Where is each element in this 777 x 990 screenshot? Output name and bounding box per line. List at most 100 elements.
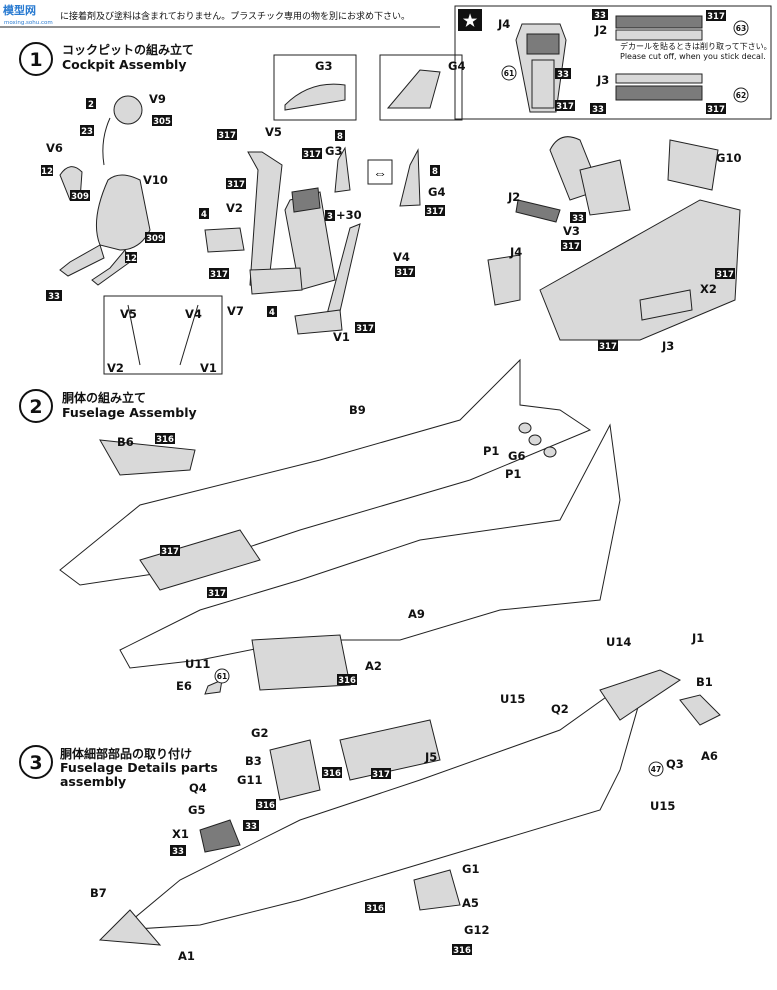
step1-number: 1: [29, 49, 42, 71]
part-label-x1: X1: [172, 827, 189, 841]
part-label-u14: U14: [606, 635, 631, 649]
paint-badge-317: 317: [303, 150, 321, 160]
part-label-v1: V1: [333, 330, 350, 344]
inset-label-v4: V4: [185, 307, 202, 321]
part-label-g6: G6: [508, 449, 525, 463]
inset-label-v2: V2: [107, 361, 124, 375]
paint-badge-12: 12: [125, 254, 137, 264]
paint-badge-316: 316: [453, 946, 471, 956]
watermark-title: 模型网: [3, 3, 36, 17]
paint-badge-317: 317: [356, 324, 374, 334]
step3-title-en-1: Fuselage Details parts: [60, 760, 218, 775]
plus-note-30: +30: [336, 208, 362, 222]
part-label-a1: A1: [178, 949, 195, 963]
decal-panel: ★ J4 61 33 317 33 J2 317 63 デカールを貼るときは削り…: [454, 5, 772, 120]
paint-badge-316: 316: [338, 676, 356, 686]
paint-badge-317: 317: [707, 12, 725, 22]
part-label-v6: V6: [46, 141, 63, 155]
paint-badge-3: 3: [327, 212, 333, 222]
part-label-q4: Q4: [189, 781, 207, 795]
paint-badge-316: 316: [156, 435, 174, 445]
part-label-v5: V5: [265, 125, 282, 139]
paint-badge-23: 23: [81, 127, 93, 137]
step2-fuselage: 2 胴体の組み立て Fuselage Assembly B9 B6 P1 G6 …: [19, 358, 621, 695]
part-label-p1b: P1: [505, 467, 521, 481]
part-label-p1: P1: [483, 444, 499, 458]
part-label-b1: B1: [696, 675, 713, 689]
part-label-g5: G5: [188, 803, 205, 817]
part-label-u15b: U15: [650, 799, 675, 813]
top-notice: に接着剤及び塗料は含まれておりません。プラスチック専用の物を別にお求め下さい。: [60, 10, 410, 22]
part-label-u11: U11: [185, 657, 210, 671]
decal-note-jp: デカールを貼るときは削り取って下さい。: [620, 41, 772, 51]
part-label-j2: J2: [507, 190, 520, 204]
inset-label-v1: V1: [200, 361, 217, 375]
paint-badge-317: 317: [161, 547, 179, 557]
paint-badge-317: 317: [210, 270, 228, 280]
paint-badge-4: 4: [201, 210, 207, 220]
part-label-j5: J5: [424, 750, 437, 764]
part-label-b6: B6: [117, 435, 134, 449]
part-label-j1: J1: [691, 631, 704, 645]
part-label-j3: J3: [661, 339, 674, 353]
decal-part-j2: J2: [594, 23, 607, 37]
paint-badge-33: 33: [592, 105, 604, 115]
step2-title-en: Fuselage Assembly: [62, 405, 197, 420]
paint-badge-4: 4: [269, 308, 275, 318]
inset-label-v5: V5: [120, 307, 137, 321]
part-label-a9: A9: [408, 607, 425, 621]
paint-badge-317: 317: [396, 268, 414, 278]
watermark: 模型网 moxing.sohu.com: [0, 0, 86, 27]
paint-badge-317: 317: [599, 342, 617, 352]
paint-badge-33: 33: [594, 11, 606, 21]
part-label-g4: G4: [448, 59, 465, 73]
part-label-a5: A5: [462, 896, 479, 910]
part-label-g1: G1: [462, 862, 479, 876]
paint-badge-33: 33: [48, 292, 60, 302]
part-label-v2: V2: [226, 201, 243, 215]
paint-badge-316: 316: [257, 801, 275, 811]
decal-part-j3: J3: [596, 73, 609, 87]
step3-details: 3 胴体細部部品の取り付け Fuselage Details parts ass…: [19, 631, 721, 963]
decal-63: 63: [736, 24, 746, 33]
paint-badge-317: 317: [716, 270, 734, 280]
paint-badge-305: 305: [153, 117, 171, 127]
part-label-b9: B9: [349, 403, 366, 417]
paint-badge-317: 317: [372, 770, 390, 780]
part-label-g10: G10: [716, 151, 741, 165]
part-label-x2: X2: [700, 282, 717, 296]
helmet-part: [113, 95, 143, 125]
part-label-g3b: G3: [325, 144, 342, 158]
paint-badge-317: 317: [227, 180, 245, 190]
part-label-g11: G11: [237, 773, 262, 787]
part-label-v9: V9: [149, 92, 166, 106]
part-label-a2: A2: [365, 659, 382, 673]
step3-title-en-2: assembly: [60, 774, 126, 789]
part-label-g2: G2: [251, 726, 268, 740]
paint-badge-33: 33: [557, 70, 569, 80]
decal-47: 47: [651, 765, 661, 774]
star-icon: [458, 9, 482, 31]
part-label-v7: V7: [227, 304, 244, 318]
part-label-e6: E6: [176, 679, 192, 693]
decal-part-j4: J4: [497, 17, 510, 31]
part-label-b7: B7: [90, 886, 107, 900]
part-label-v4: V4: [393, 250, 410, 264]
paint-badge-317: 317: [208, 589, 226, 599]
paint-badge-317: 317: [426, 207, 444, 217]
decal-61: 61: [217, 672, 227, 681]
step2-number: 2: [29, 396, 42, 418]
decal-61: 61: [504, 69, 514, 78]
part-label-g3: G3: [315, 59, 332, 73]
paint-badge-8: 8: [337, 132, 343, 142]
swap-arrows-icon: [367, 159, 393, 185]
decal-62: 62: [736, 91, 746, 100]
paint-badge-33: 33: [572, 214, 584, 224]
paint-badge-8: 8: [432, 167, 438, 177]
paint-badge-309: 309: [146, 234, 164, 244]
paint-badge-2: 2: [88, 100, 94, 110]
paint-badge-316: 316: [366, 904, 384, 914]
paint-badge-317: 317: [218, 131, 236, 141]
paint-badge-12: 12: [41, 167, 53, 177]
part-label-q2: Q2: [551, 702, 569, 716]
